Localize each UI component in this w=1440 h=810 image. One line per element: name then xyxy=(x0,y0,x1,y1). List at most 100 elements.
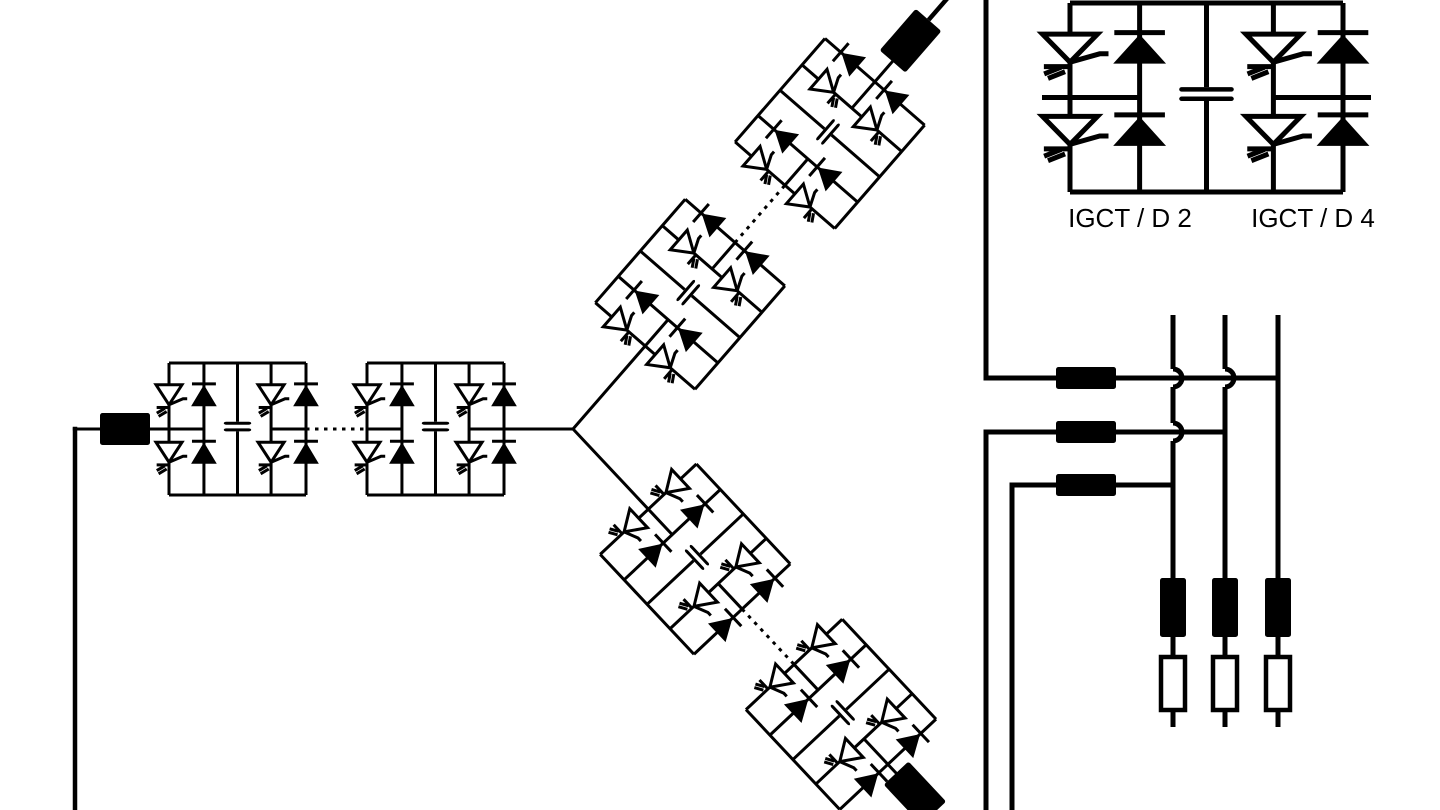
diode-triangle xyxy=(634,290,660,315)
diode-icon xyxy=(1113,112,1167,146)
cell-right-ac-node xyxy=(862,737,889,766)
igct-triangle xyxy=(453,383,485,408)
diode-triangle xyxy=(389,442,415,464)
diode-cathode-bar xyxy=(765,568,785,588)
igct-gate-flag xyxy=(719,565,730,572)
grid-line-3 xyxy=(1263,315,1293,727)
grid-line-1 xyxy=(1158,315,1188,727)
diode-triangle xyxy=(853,773,879,798)
cell-bottom-rail xyxy=(599,553,696,656)
igct-icon xyxy=(351,383,386,418)
igct-gate-lead xyxy=(665,491,684,503)
igct-cathode-bar xyxy=(869,130,881,143)
igct-icon xyxy=(850,103,886,146)
igct-icon xyxy=(351,440,386,476)
igct-gate-lead xyxy=(168,454,188,464)
igct-gate-flag xyxy=(157,410,168,418)
igct-triangle xyxy=(600,304,629,332)
igct-gate-flag xyxy=(877,135,882,146)
diode-triangle xyxy=(491,442,517,464)
igct-gate-flag xyxy=(679,601,689,608)
igct-icon xyxy=(649,466,693,503)
wire xyxy=(669,605,695,630)
line-inductor-icon xyxy=(1056,367,1116,389)
diode-triangle xyxy=(895,734,921,759)
igct-gate-flag xyxy=(1246,64,1266,77)
igct-gate-lead xyxy=(811,646,830,659)
igct-gate-flag xyxy=(1246,147,1266,159)
diode-cathode-bar xyxy=(831,42,850,63)
igct-icon xyxy=(719,540,763,578)
igct-cathode-bar xyxy=(619,330,631,343)
shunt-inductor-icon xyxy=(1212,578,1238,637)
igct-gate-flag xyxy=(720,562,731,568)
igct-gate-lead xyxy=(623,530,643,543)
igct-gate-lead xyxy=(1272,133,1312,147)
diode-icon xyxy=(692,202,727,238)
h-bridge-cell xyxy=(599,462,792,656)
igct-gate-lead xyxy=(168,397,188,407)
igct-gate-lead xyxy=(1272,51,1312,65)
diode-icon xyxy=(679,494,715,529)
igct-gate-lead xyxy=(468,397,488,407)
igct-gate-lead xyxy=(692,234,703,254)
igct-gate-lead xyxy=(468,454,488,464)
wire xyxy=(690,294,741,339)
igct-gate-flag xyxy=(651,488,661,494)
capacitor-plate xyxy=(681,284,701,306)
wire xyxy=(679,462,698,481)
cell-top-rail xyxy=(841,618,938,721)
igct-gate-lead xyxy=(839,760,858,772)
wire xyxy=(571,344,647,431)
diode-icon xyxy=(389,439,415,464)
igct-triangle xyxy=(153,440,185,465)
line-inductor-icon xyxy=(1056,474,1116,496)
igct-gate-flag xyxy=(670,373,676,384)
capacitor-plate xyxy=(821,123,840,145)
capacitor-plate xyxy=(1179,87,1234,92)
igct-gate-flag xyxy=(690,258,696,269)
igct-icon xyxy=(255,383,290,418)
igct-icon xyxy=(795,621,839,659)
igct-cathode-bar xyxy=(682,598,694,610)
diode-icon xyxy=(1113,30,1167,64)
diode-icon xyxy=(764,119,800,154)
diode-cathode-bar xyxy=(723,607,743,628)
capacitor-plate xyxy=(689,544,710,566)
igct-gate-flag xyxy=(258,407,268,415)
igct-triangle xyxy=(710,264,740,293)
igct-triangle xyxy=(1239,31,1307,66)
igct-gate-flag xyxy=(355,467,366,476)
diode-triangle xyxy=(1316,34,1370,64)
igct-cathode-bar xyxy=(759,170,770,182)
igct-cathode-bar xyxy=(802,207,814,220)
igct-triangle xyxy=(809,621,839,650)
wire xyxy=(791,714,841,761)
capacitor-plate xyxy=(223,421,252,425)
igct-gate-flag xyxy=(456,464,466,472)
resistor-icon xyxy=(1263,654,1293,713)
igct-triangle xyxy=(740,143,769,172)
wire xyxy=(814,760,841,786)
capacitor-plate xyxy=(816,119,835,141)
igct-gate-flag xyxy=(1043,64,1063,77)
igct-triangle xyxy=(783,181,813,209)
igct-gate-flag xyxy=(623,335,629,346)
wire xyxy=(830,133,881,178)
wire xyxy=(599,530,626,556)
igct-gate-lead xyxy=(881,720,900,733)
diode-cathode-bar xyxy=(735,240,754,261)
igct-cathode-bar xyxy=(800,639,811,651)
wire xyxy=(699,512,745,556)
wire xyxy=(625,328,657,356)
igct-gate-flag xyxy=(627,336,632,346)
igct-gate-flag xyxy=(866,717,877,724)
cell-bottom-rail xyxy=(833,124,926,230)
igct-icon xyxy=(753,660,797,698)
igct-gate-lead xyxy=(366,454,386,464)
phase-connection-wire xyxy=(926,0,969,22)
igct-icon xyxy=(1239,113,1312,163)
capacitor-icon xyxy=(223,421,252,432)
diode-cathode-bar xyxy=(808,156,827,177)
